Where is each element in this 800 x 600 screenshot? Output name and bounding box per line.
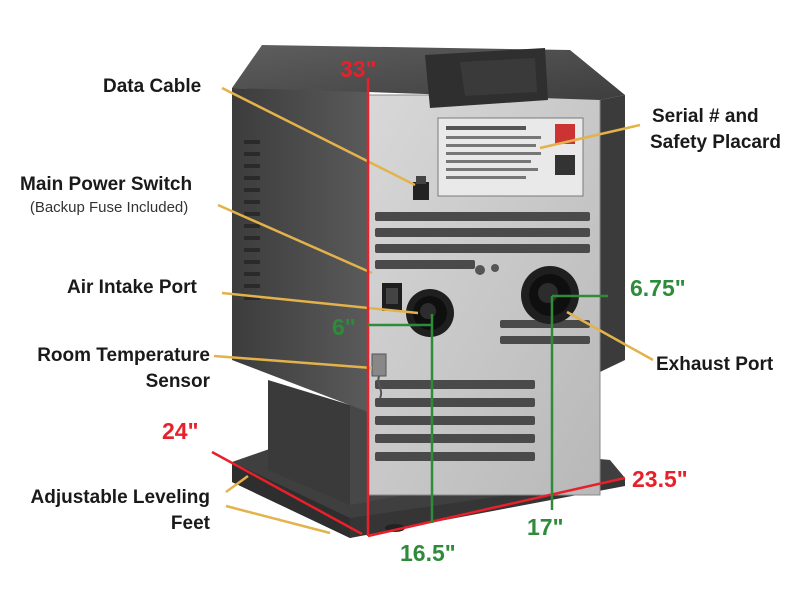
dimension-exhaust-diameter: 6.75" bbox=[630, 275, 686, 301]
stove-body-side bbox=[232, 88, 625, 412]
dimension-width: 23.5" bbox=[632, 466, 688, 492]
serial-line2: Safety Placard bbox=[650, 131, 781, 153]
room-temp-line1: Room Temperature bbox=[37, 345, 210, 366]
main-power-switch-title: Main Power Switch bbox=[20, 174, 193, 195]
side-grille bbox=[244, 140, 260, 300]
air-intake-port bbox=[406, 289, 454, 337]
leader-lines bbox=[213, 86, 654, 535]
backup-fuse-note: (Backup Fuse Included) bbox=[29, 198, 189, 216]
serial-safety-placard bbox=[437, 117, 584, 197]
serial-line1: Serial # and bbox=[652, 106, 759, 127]
dimension-depth: 24" bbox=[162, 418, 199, 444]
stove-top bbox=[232, 45, 625, 108]
label-room-temperature-sensor: Room Temperature Sensor bbox=[12, 343, 210, 394]
red-dimension-lines bbox=[211, 78, 626, 538]
dimension-exhaust-offset: 17" bbox=[527, 514, 564, 540]
dimension-height: 33" bbox=[340, 56, 377, 82]
data-cable-connector bbox=[413, 176, 429, 200]
leveling-line1: Adjustable Leveling bbox=[30, 487, 210, 508]
dimension-air-intake-diameter: 6" bbox=[332, 314, 356, 340]
leveling-line2: Feet bbox=[170, 512, 210, 534]
main-power-switch bbox=[382, 283, 402, 311]
dimension-air-intake-offset: 16.5" bbox=[400, 540, 456, 566]
exhaust-port bbox=[521, 266, 579, 324]
room-temperature-sensor bbox=[371, 353, 387, 399]
label-air-intake-port: Air Intake Port bbox=[67, 277, 197, 298]
label-adjustable-leveling-feet: Adjustable Leveling Feet bbox=[4, 485, 210, 536]
label-main-power-switch: Main Power Switch (Backup Fuse Included) bbox=[20, 172, 192, 218]
label-data-cable: Data Cable bbox=[103, 76, 202, 97]
label-exhaust-port: Exhaust Port bbox=[656, 354, 774, 375]
room-temp-line2: Sensor bbox=[145, 370, 210, 392]
vent-slots bbox=[375, 212, 590, 461]
green-dimension-lines bbox=[368, 294, 608, 523]
label-serial-safety-placard: Serial # and Safety Placard bbox=[650, 104, 781, 155]
